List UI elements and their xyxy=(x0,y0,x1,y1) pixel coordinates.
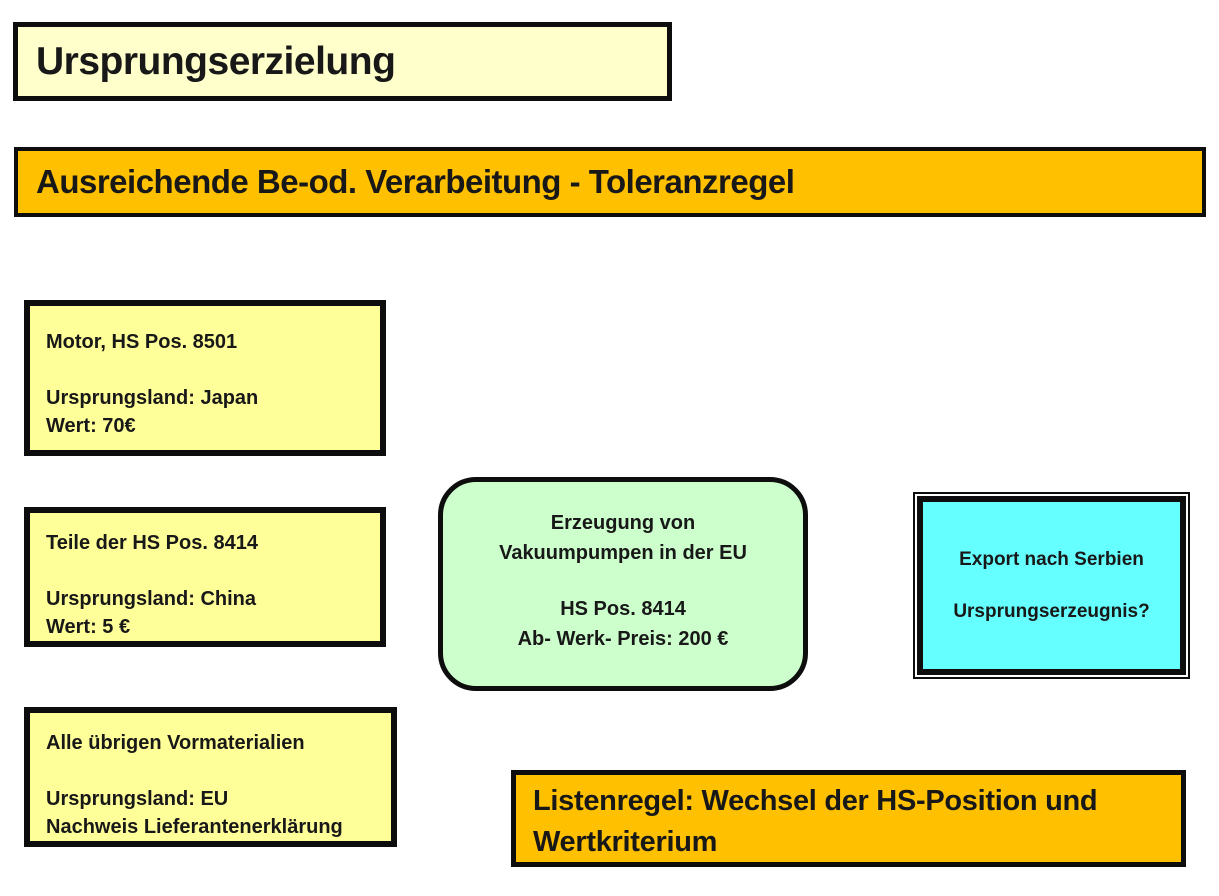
spacer xyxy=(46,557,370,585)
material-value: Wert: 5 € xyxy=(46,616,131,638)
production-price: Ab- Werk- Preis: 200 € xyxy=(517,628,729,650)
production-box: Erzeugung von Vakuumpumpen in der EU HS … xyxy=(438,477,808,691)
material-title: Teile der HS Pos. 8414 xyxy=(46,532,258,554)
rule-box: Listenregel: Wechsel der HS-Position und… xyxy=(511,770,1186,867)
export-box-inner: Export nach Serbien Ursprungserzeugnis? xyxy=(917,496,1186,675)
spacer xyxy=(46,757,381,785)
production-line2: Vakuumpumpen in der EU xyxy=(499,542,747,564)
material-title: Motor, HS Pos. 8501 xyxy=(46,331,238,353)
topic-banner: Ausreichende Be-od. Verarbeitung - Toler… xyxy=(14,147,1206,217)
material-origin: Ursprungsland: Japan xyxy=(46,387,259,409)
material-value: Wert: 70€ xyxy=(46,415,136,437)
production-line1: Erzeugung von xyxy=(550,512,696,534)
export-question: Ursprungserzeugnis? xyxy=(953,600,1150,622)
material-box-motor: Motor, HS Pos. 8501 Ursprungsland: Japan… xyxy=(24,300,386,456)
spacer xyxy=(923,573,1180,599)
topic-banner-label: Ausreichende Be-od. Verarbeitung - Toler… xyxy=(36,163,795,200)
slide-title-box: Ursprungserzielung xyxy=(13,22,672,101)
material-origin: Ursprungsland: EU xyxy=(46,788,229,810)
spacer xyxy=(443,568,803,594)
material-box-teile: Teile der HS Pos. 8414 Ursprungsland: Ch… xyxy=(24,507,386,647)
slide-title: Ursprungserzielung xyxy=(36,39,396,83)
spacer xyxy=(46,356,370,384)
rule-box-label: Listenregel: Wechsel der HS-Position und… xyxy=(533,785,1098,858)
export-destination: Export nach Serbien xyxy=(959,548,1144,570)
material-origin: Ursprungsland: China xyxy=(46,588,257,610)
material-box-vormaterialien: Alle übrigen Vormaterialien Ursprungslan… xyxy=(24,707,397,847)
export-box: Export nach Serbien Ursprungserzeugnis? xyxy=(913,492,1190,679)
material-title: Alle übrigen Vormaterialien xyxy=(46,732,305,754)
material-value: Nachweis Lieferantenerklärung xyxy=(46,816,343,838)
production-hs-pos: HS Pos. 8414 xyxy=(560,598,686,620)
